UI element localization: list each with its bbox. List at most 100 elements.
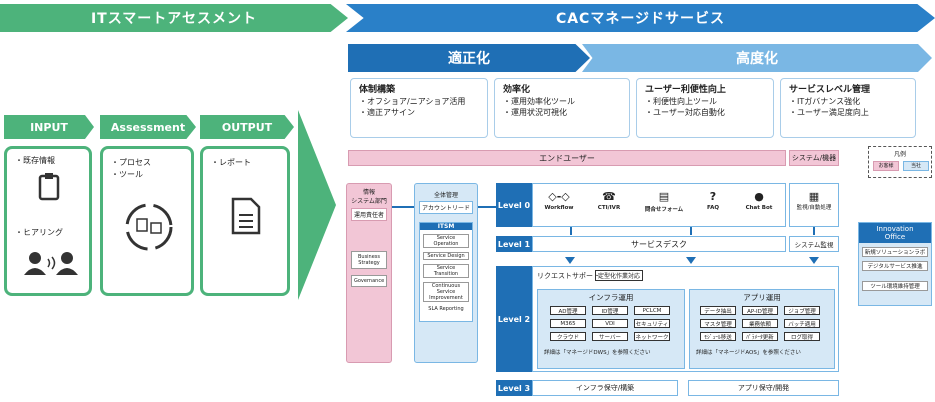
infra-maintenance: インフラ保守/構築	[532, 380, 678, 396]
cti-ivr-label: CTI/IVR	[597, 205, 621, 211]
workflow-label: Workflow	[544, 205, 574, 211]
level2-content: リクエストサポート 定型化作業対応 インフラ運用 AD管理 ID管理 PCLCM…	[532, 266, 839, 372]
service-desk: サービスデスク	[532, 236, 786, 252]
level0-channels: ◇-◇Workflow ☎CTI/IVR ▤問合せフォーム ?FAQ ●Chat…	[532, 183, 786, 227]
output-item-report: ・レポート	[211, 158, 251, 167]
category-title: 効率化	[503, 85, 531, 95]
legend-title: 凡例	[893, 151, 906, 158]
faq-icon: ?	[709, 190, 717, 203]
app-maintenance: アプリ保守/開発	[688, 380, 839, 396]
chatbot-label: Chat Bot	[745, 205, 773, 211]
input-item-existing: ・既存情報	[15, 156, 55, 165]
legend-company: 当社	[903, 161, 929, 171]
org-title-line1: 情報	[362, 189, 375, 196]
phase-optimization: 適正化	[348, 44, 590, 72]
arrow-down-icon	[565, 257, 575, 264]
innovation-title-line1: Innovation	[876, 225, 914, 233]
arrow-down-icon	[809, 257, 819, 264]
category-item: ・利便性向上ツール	[645, 97, 717, 106]
category-item: ・ユーザー満足度向上	[789, 108, 869, 117]
inquiry-form-item: ▤問合せフォーム	[639, 190, 689, 213]
account-lead: アカウントリード	[419, 201, 473, 214]
mgmt-to-level-connector	[478, 206, 496, 208]
infra-cell: M365	[550, 319, 586, 328]
infra-cell: VDI	[592, 319, 628, 328]
app-cell: ログ取得	[784, 332, 820, 341]
category-organization: 体制構築 ・オフショア/ニアショア活用 ・適正アサイン	[350, 78, 488, 138]
org-to-account-connector	[392, 206, 414, 208]
app-note: 詳細は「マネージドAOS」を参照ください	[696, 350, 801, 356]
infra-cell: サーバー	[592, 332, 628, 341]
app-cell: ﾊﾟﾗﾒｰﾀ更新	[742, 332, 778, 341]
cac-managed-service-banner: CACマネージドサービス	[346, 4, 935, 32]
system-device-bar: システム/機器	[789, 150, 839, 166]
app-cell: ﾓｼﾞｭｰﾙ移送	[700, 332, 736, 341]
legend-customer: お客様	[873, 161, 899, 171]
infra-operation-box: インフラ運用 AD管理 ID管理 PCLCM M365 VDI セキュリティ ク…	[537, 289, 685, 369]
input-item-hearing: ・ヒアリング	[15, 228, 63, 237]
arrow-down-icon	[686, 257, 696, 264]
step-input-label: INPUT	[4, 115, 94, 139]
arrow-shaft	[570, 227, 572, 235]
app-cell: データ抽出	[700, 306, 736, 315]
faq-item: ? FAQ	[693, 190, 733, 211]
assessment-item-process: ・プロセス	[111, 158, 151, 167]
category-item: ・運用効率化ツール	[503, 97, 575, 106]
flow-arrow	[298, 110, 336, 300]
is-department-column: 情報 システム部門 運用責任者 Business Strategy Govern…	[346, 183, 392, 363]
itsm-item: Service Operation	[423, 234, 469, 248]
innovation-item: 新規ソリューションラボ	[862, 247, 928, 257]
input-box: ・既存情報 ・ヒアリング	[4, 146, 92, 296]
innovation-title: Innovation Office	[859, 223, 931, 243]
innovation-item: デジタルサービス推進	[862, 261, 928, 271]
infra-cell: PCLCM	[634, 306, 670, 315]
output-box: ・レポート	[200, 146, 290, 296]
chatbot-icon: ●	[754, 190, 764, 203]
monitor-icon: ▦	[808, 190, 820, 203]
arrow-shaft	[690, 227, 692, 235]
form-icon: ▤	[658, 190, 670, 203]
infra-cell: AD管理	[550, 306, 586, 315]
app-cell: AP-ID管理	[742, 306, 778, 315]
category-title: サービスレベル管理	[789, 85, 871, 95]
sla-reporting: SLA Reporting	[428, 306, 464, 312]
infra-cell: クラウド	[550, 332, 586, 341]
level1-label: Level 1	[496, 236, 532, 252]
business-strategy-line2: Strategy	[358, 260, 380, 266]
app-operation-box: アプリ運用 データ抽出 AP-ID管理 ジョブ管理 マスタ管理 業務依頼 バッチ…	[689, 289, 835, 369]
category-service-level: サービスレベル管理 ・ITガバナンス強化 ・ユーザー満足度向上	[780, 78, 916, 138]
innovation-title-line2: Office	[884, 233, 906, 241]
app-title: アプリ運用	[743, 293, 781, 302]
cycle-icon	[125, 203, 173, 251]
faq-label: FAQ	[706, 205, 720, 211]
governance-box: Governance	[351, 275, 387, 287]
category-item: ・オフショア/ニアショア活用	[359, 97, 466, 106]
tool-env-maintenance: ツール環境維持管理	[862, 281, 928, 291]
level3-label: Level 3	[496, 380, 532, 396]
infra-title: インフラ運用	[588, 293, 634, 302]
itsm-item: Continuous Service Improvement	[423, 282, 469, 302]
category-item: ・ITガバナンス強化	[789, 97, 861, 106]
category-user-convenience: ユーザー利便性向上 ・利便性向上ツール ・ユーザー対応自動化	[636, 78, 774, 138]
app-cell: 業務依頼	[742, 319, 778, 328]
itsm-item-line2: Improvement	[429, 295, 463, 301]
itsm-title: ITSM	[420, 223, 472, 230]
phase-advancement: 高度化	[582, 44, 932, 72]
category-title: ユーザー利便性向上	[645, 85, 726, 95]
operation-manager: 運用責任者	[351, 208, 387, 221]
itsm-item: Service Transition	[423, 264, 469, 278]
itsm-item-line1: Continuous Service	[431, 283, 461, 295]
business-strategy-line1: Business	[357, 254, 381, 260]
infra-cell: セキュリティ	[634, 319, 670, 328]
monitor-label: 監視/自動処理	[796, 205, 832, 211]
infra-note: 詳細は「マネージドDWS」を参照ください	[544, 350, 651, 356]
monitor-auto-box: ▦ 監視/自動処理	[789, 183, 839, 227]
itsm-box: ITSM Service Operation Service Design Se…	[419, 222, 473, 322]
people-talking-icon	[24, 252, 78, 275]
system-monitoring: システム監視	[789, 236, 839, 252]
step-output-label: OUTPUT	[200, 115, 294, 139]
app-cell: バッチ適用	[784, 319, 820, 328]
category-efficiency: 効率化 ・運用効率化ツール ・運用状況可視化	[494, 78, 630, 138]
level2-label: Level 2	[496, 266, 532, 372]
request-support: リクエストサポート	[537, 272, 600, 280]
